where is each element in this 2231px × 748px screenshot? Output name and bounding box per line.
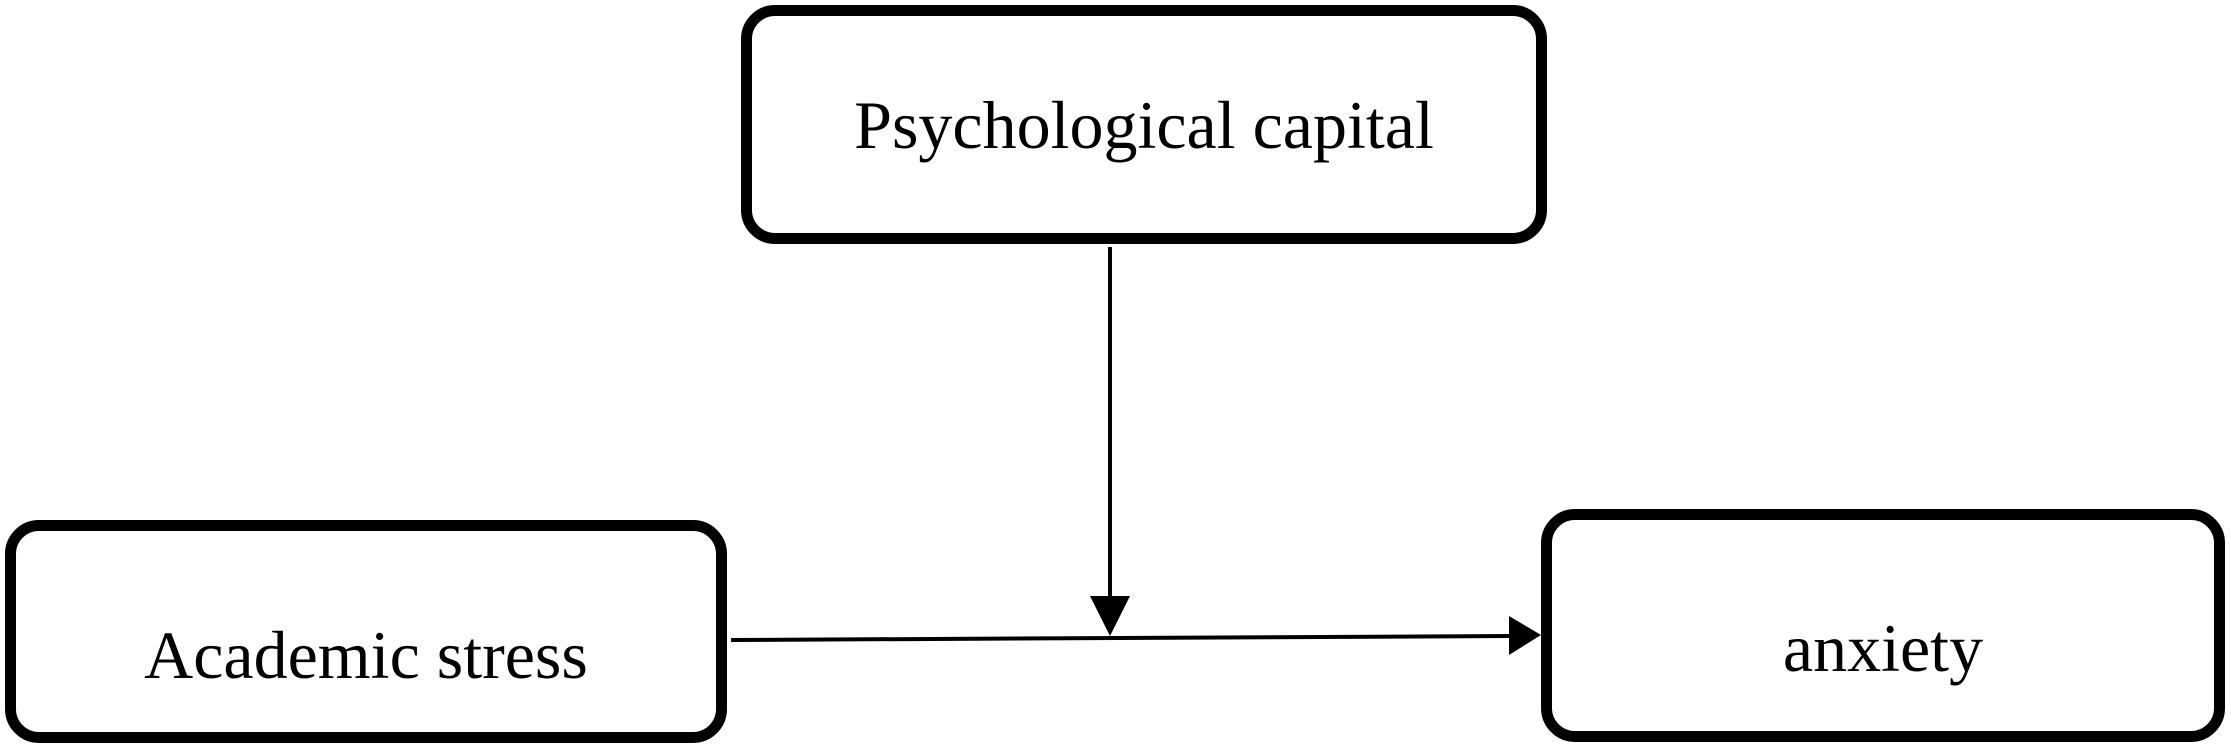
node-label: Psychological capital	[854, 86, 1434, 163]
node-label: Academic stress	[144, 616, 588, 693]
arrowhead-moderation	[1090, 596, 1130, 636]
node-academic-stress: Academic stress	[5, 520, 727, 743]
node-psychological-capital: Psychological capital	[741, 5, 1547, 244]
node-label: anxiety	[1782, 609, 1984, 686]
arrowhead-anxiety	[1509, 616, 1541, 655]
edge-stress-to-anxiety	[730, 634, 1513, 642]
node-anxiety: anxiety	[1541, 509, 2225, 742]
